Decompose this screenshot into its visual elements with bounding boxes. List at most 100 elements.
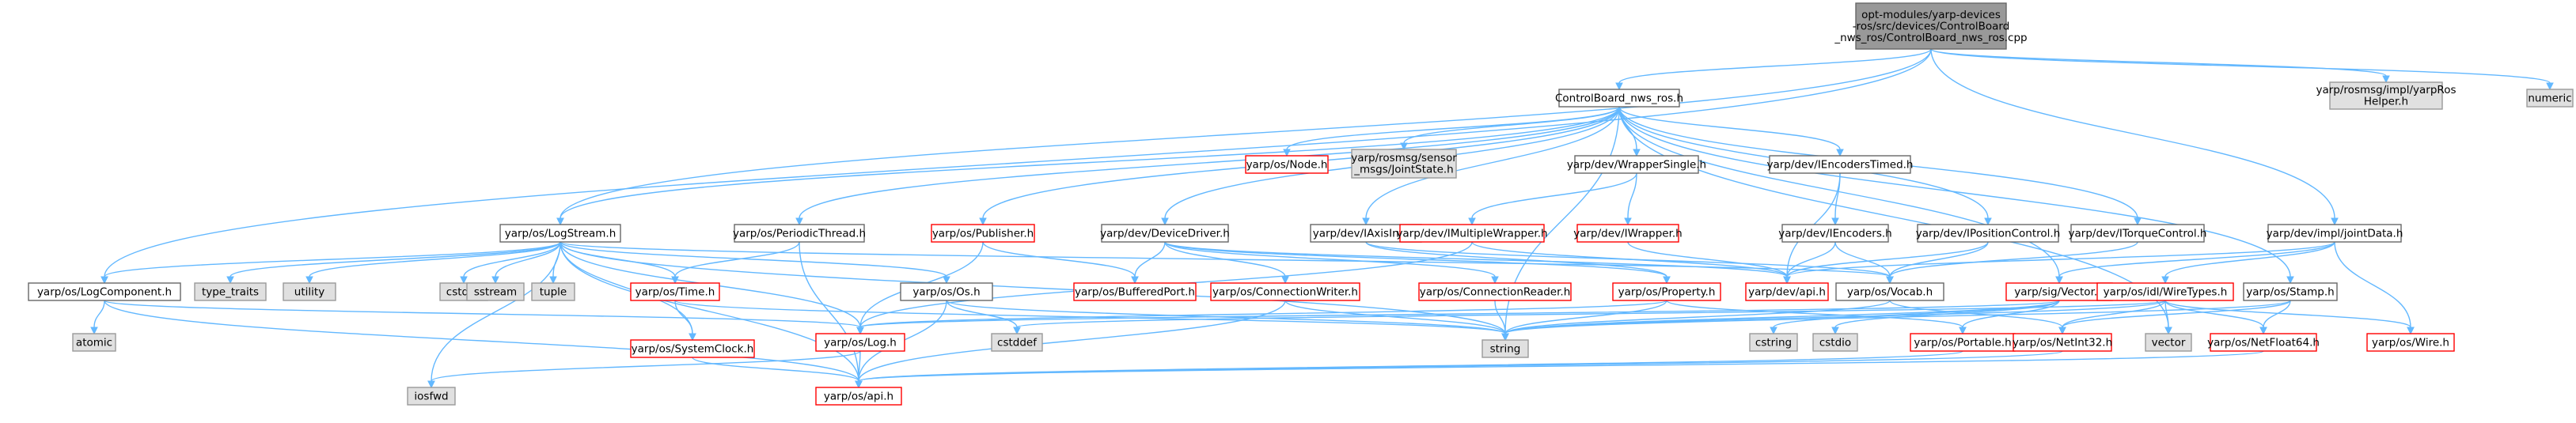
- node-box: [1812, 333, 1858, 352]
- dependency-edge: [560, 48, 1932, 219]
- dependency-edge: [1618, 106, 2060, 278]
- node-cstddef: cstddef: [991, 333, 1043, 352]
- edge-arrowhead: [1633, 149, 1641, 157]
- node-box: [1399, 224, 1545, 243]
- node-label: yarp/dev/api.h: [1748, 285, 1826, 298]
- edge-arrowhead: [2546, 82, 2554, 91]
- node-os[interactable]: yarp/os/Os.h: [900, 282, 993, 301]
- dependency-edge: [1284, 300, 1506, 334]
- node-box: [991, 333, 1043, 352]
- dependency-edge: [1618, 106, 1841, 150]
- edge-arrowhead: [549, 276, 557, 285]
- node-iwrapper[interactable]: yarp/dev/IWrapper.h: [1573, 224, 1683, 243]
- node-log[interactable]: yarp/os/Log.h: [815, 333, 905, 352]
- node-label: yarp/dev/IAxisInfo.h: [1313, 227, 1420, 240]
- node-label: sstream: [474, 285, 517, 298]
- node-periodic[interactable]: yarp/os/PeriodicThread.h: [733, 224, 866, 243]
- node-label: yarp/rosmsg/sensor: [1351, 152, 1457, 164]
- node-cbnh[interactable]: ControlBoard_nws_ros.h: [1555, 89, 1683, 108]
- node-label: cstring: [1755, 336, 1792, 349]
- node-root[interactable]: opt-modules/yarp-devices-ros/src/devices…: [1834, 2, 2028, 50]
- dependency-edge: [1666, 300, 1963, 328]
- node-wiretypes[interactable]: yarp/os/idl/WireTypes.h: [2096, 282, 2234, 301]
- node-bufferedport[interactable]: yarp/os/BufferedPort.h: [1073, 282, 1197, 301]
- dependency-edge: [1365, 106, 1620, 219]
- node-box: [2526, 89, 2574, 108]
- node-property[interactable]: yarp/os/Property.h: [1612, 282, 1721, 301]
- node-iaxisinfo[interactable]: yarp/dev/IAxisInfo.h: [1310, 224, 1422, 243]
- edge-arrowhead: [1886, 276, 1894, 285]
- node-label: yarp/os/Stamp.h: [2246, 285, 2334, 298]
- node-label: vector: [2152, 336, 2186, 349]
- node-box: [2243, 282, 2338, 301]
- node-stamp[interactable]: yarp/os/Stamp.h: [2243, 282, 2338, 301]
- dependency-edge: [495, 241, 561, 278]
- edge-arrowhead: [2055, 276, 2063, 285]
- node-label: yarp/os/LogStream.h: [505, 227, 616, 240]
- node-box: [1835, 282, 1944, 301]
- node-iposition[interactable]: yarp/dev/IPositionControl.h: [1916, 224, 2061, 243]
- node-devicedriver[interactable]: yarp/dev/DeviceDriver.h: [1100, 224, 1230, 243]
- node-iencoderstimed[interactable]: yarp/dev/IEncodersTimed.h: [1766, 155, 1914, 174]
- node-label: yarp/os/Publisher.h: [932, 227, 1034, 240]
- dependency-edge: [431, 241, 561, 382]
- dependency-edge: [1889, 241, 2138, 278]
- dependency-edge: [104, 48, 1932, 278]
- node-itorque[interactable]: yarp/dev/ITorqueControl.h: [2069, 224, 2207, 243]
- edge-arrowhead: [856, 327, 864, 335]
- edge-arrowhead: [2164, 327, 2172, 335]
- edge-arrowhead: [1283, 149, 1291, 157]
- node-iosfwd: iosfwd: [407, 387, 456, 406]
- dependency-edge: [674, 241, 800, 278]
- node-wire[interactable]: yarp/os/Wire.h: [2366, 333, 2455, 352]
- node-osapi[interactable]: yarp/os/api.h: [815, 387, 902, 406]
- node-box: [1855, 2, 2007, 50]
- node-box: [1612, 282, 1721, 301]
- edge-arrowhead: [1831, 217, 1839, 226]
- node-time[interactable]: yarp/os/Time.h: [630, 282, 720, 301]
- node-node[interactable]: yarp/os/Node.h: [1245, 155, 1329, 174]
- dependency-edge: [1504, 300, 2291, 334]
- node-iencoders[interactable]: yarp/dev/IEncoders.h: [1778, 224, 1892, 243]
- node-sigvector[interactable]: yarp/sig/Vector.h: [2005, 282, 2113, 301]
- node-label: type_traits: [202, 285, 259, 298]
- node-netfloat64[interactable]: yarp/os/NetFloat64.h: [2207, 333, 2320, 352]
- node-publisher[interactable]: yarp/os/Publisher.h: [931, 224, 1035, 243]
- node-cstdio: cstdio: [1812, 333, 1858, 352]
- edge-arrowhead: [2382, 75, 2390, 84]
- node-imultiple[interactable]: yarp/dev/IMultipleWrapper.h: [1396, 224, 1548, 243]
- edge-arrowhead: [101, 276, 108, 285]
- dependency-edge: [1618, 48, 1932, 84]
- dependency-edge: [463, 241, 561, 278]
- node-systemclock[interactable]: yarp/os/SystemClock.h: [630, 339, 755, 358]
- dependency-edge: [2334, 241, 2411, 328]
- node-devapi[interactable]: yarp/dev/api.h: [1745, 282, 1829, 301]
- node-label: yarp/dev/DeviceDriver.h: [1100, 227, 1230, 240]
- node-box: [531, 282, 575, 301]
- node-connwriter[interactable]: yarp/os/ConnectionWriter.h: [1210, 282, 1360, 301]
- dependency-edge: [1786, 241, 1836, 278]
- node-label: yarp/dev/WrapperSingle.h: [1567, 158, 1706, 171]
- node-connreader[interactable]: yarp/os/ConnectionReader.h: [1418, 282, 1572, 301]
- node-label: yarp/os/Property.h: [1618, 285, 1716, 298]
- node-vector: vector: [2145, 333, 2192, 352]
- node-logcomponent[interactable]: yarp/os/LogComponent.h: [28, 282, 181, 301]
- dependency-edge: [93, 300, 105, 328]
- node-logstream[interactable]: yarp/os/LogStream.h: [499, 224, 621, 243]
- node-portable[interactable]: yarp/os/Portable.h: [1910, 333, 2016, 352]
- node-ijointdata[interactable]: yarp/dev/impl/jointData.h: [2267, 224, 2403, 243]
- dependency-edge: [1164, 241, 1286, 278]
- node-netint32[interactable]: yarp/os/NetInt32.h: [2013, 333, 2112, 352]
- node-label: yarp/os/ConnectionReader.h: [1420, 285, 1571, 298]
- edge-arrowhead: [1013, 327, 1021, 335]
- node-box: [900, 282, 993, 301]
- dependency-edge: [1403, 106, 1620, 144]
- dependency-edge: [1627, 172, 1637, 219]
- dependency-edge: [858, 350, 2063, 382]
- node-label: utility: [294, 285, 324, 298]
- node-box: [407, 387, 456, 406]
- node-wrappersingle[interactable]: yarp/dev/WrapperSingle.h: [1567, 155, 1706, 174]
- node-vocab[interactable]: yarp/os/Vocab.h: [1835, 282, 1944, 301]
- node-box: [28, 282, 181, 301]
